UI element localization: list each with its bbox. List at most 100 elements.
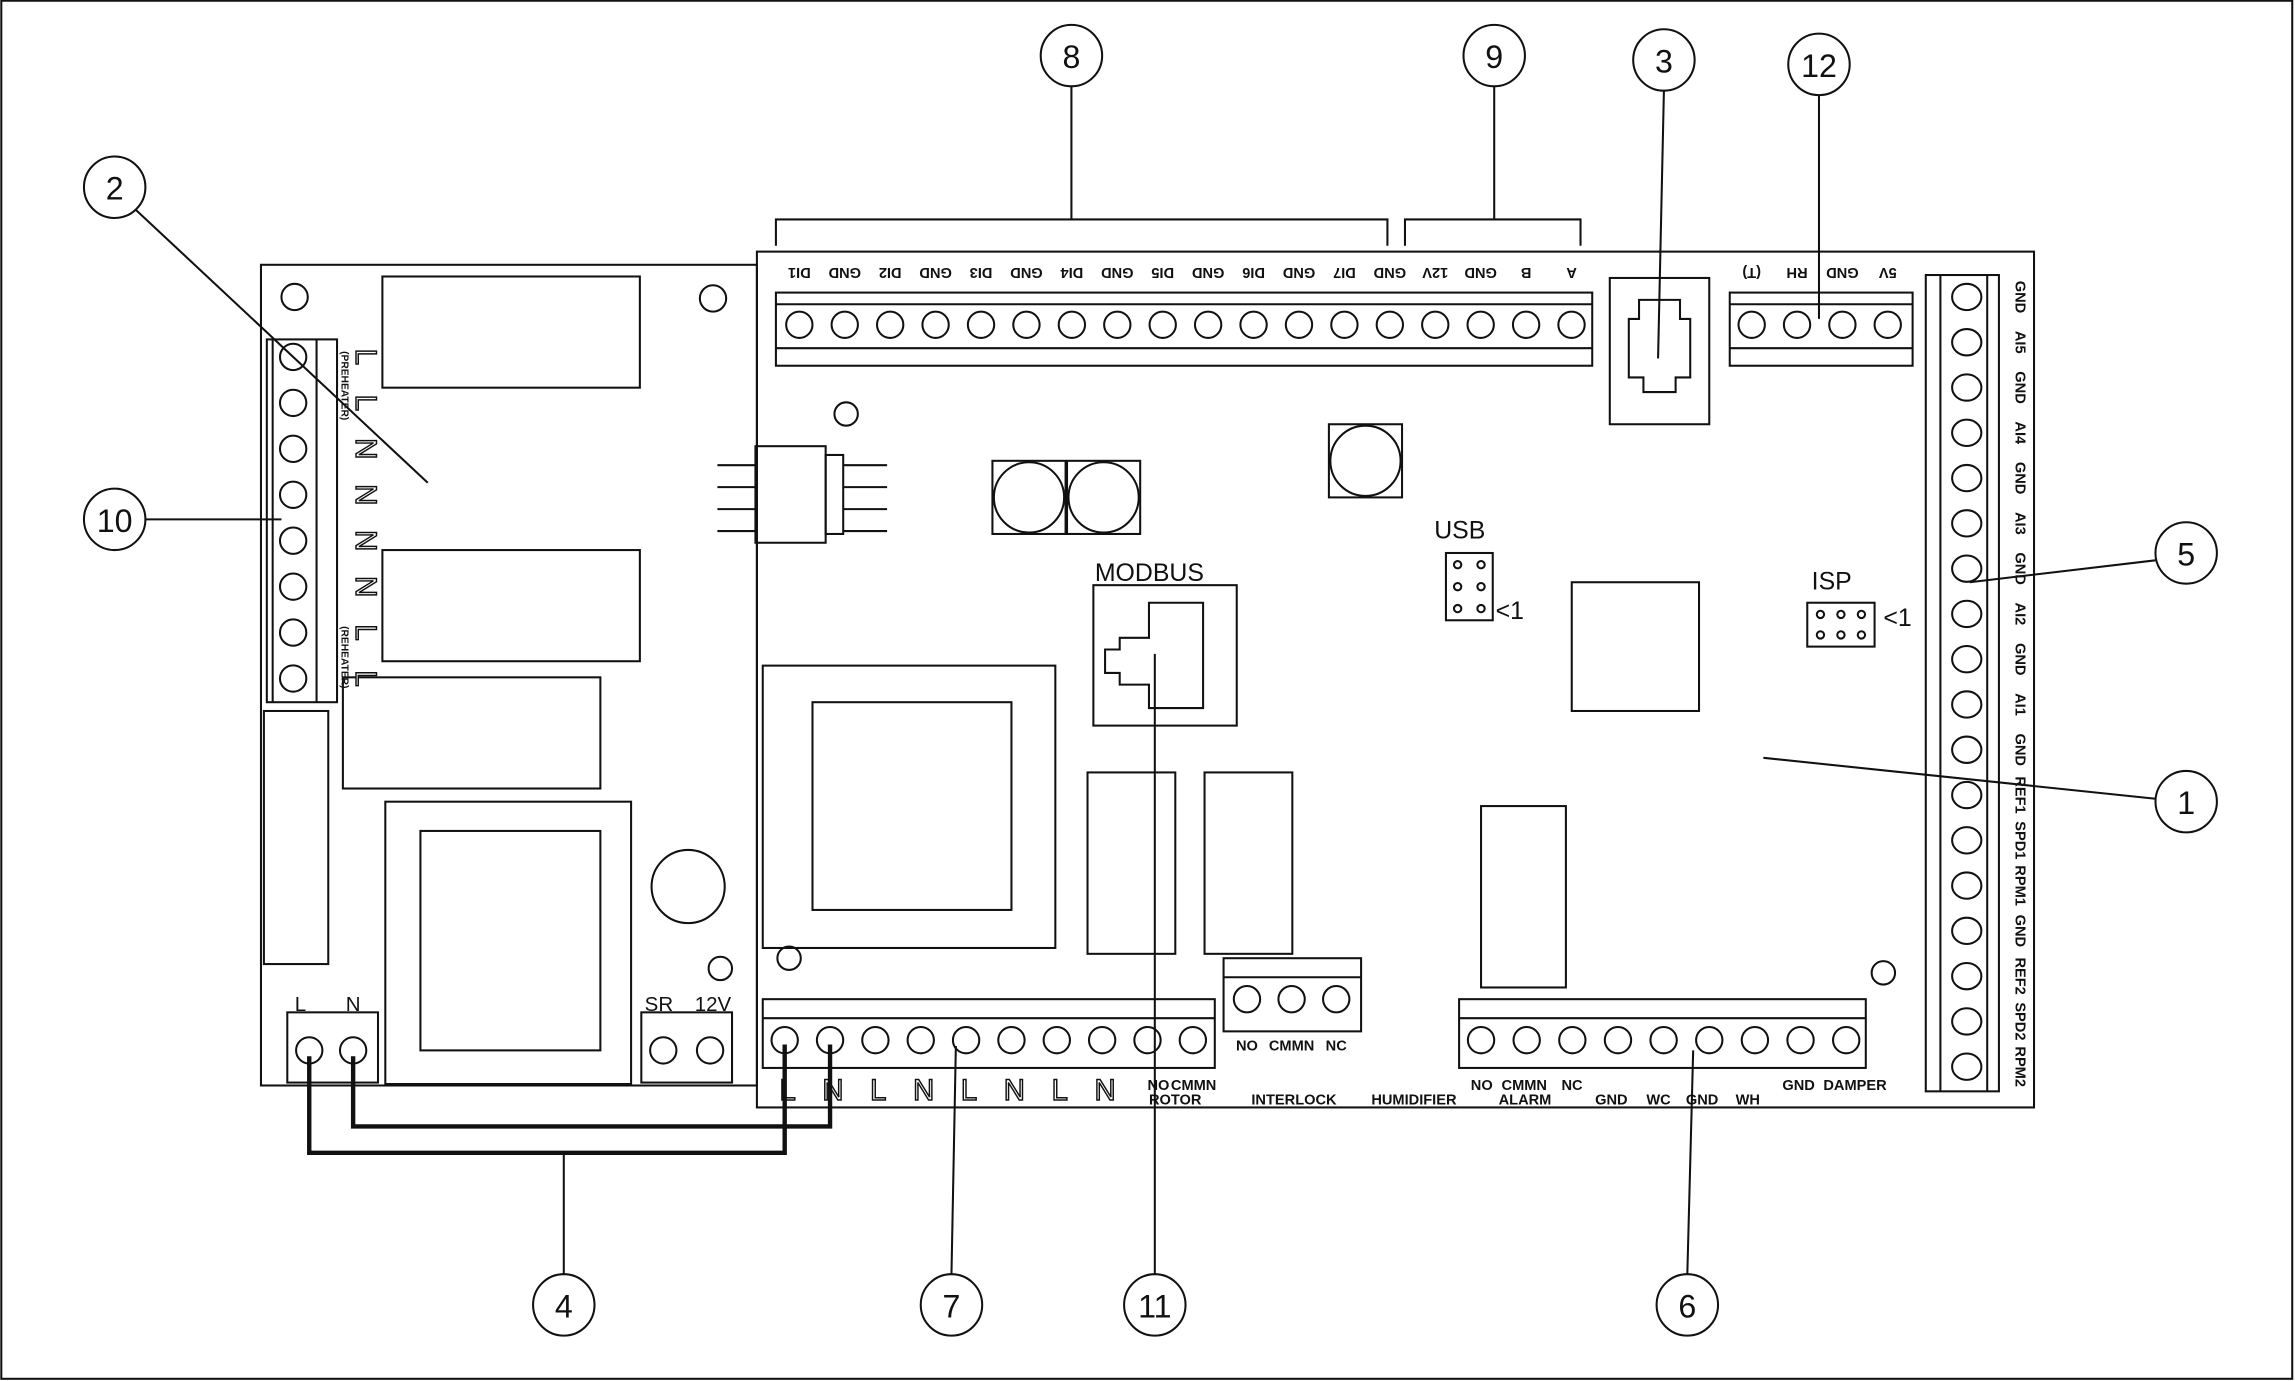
terminal-rpm2	[1951, 1052, 1983, 1081]
callout-1: 1	[2154, 769, 2218, 834]
usb-pin1-label: <1	[1496, 597, 1524, 625]
alarm-terminal-block	[1458, 998, 1867, 1069]
terminal-label: L	[961, 1075, 977, 1107]
terminal-ai3	[1951, 509, 1983, 538]
terminal-label: L	[349, 395, 381, 411]
terminal-label: AI1	[2011, 693, 2027, 716]
terminal-a	[1557, 310, 1586, 339]
terminal-spd1	[1951, 826, 1983, 855]
terminal-label: L	[349, 670, 381, 686]
svg-text:2: 2	[106, 171, 124, 207]
terminal-label: REF2	[2011, 957, 2027, 994]
alarm-terminal	[1832, 1025, 1861, 1055]
terminal-gnd	[1284, 310, 1314, 339]
callout-3: 3	[1632, 28, 1696, 92]
isp-label: ISP	[1812, 568, 1852, 596]
label-humidifier: HUMIDIFIER	[1371, 1093, 1457, 1109]
label-rotor: ROTOR	[1149, 1093, 1202, 1109]
svg-text:3: 3	[1655, 43, 1673, 79]
terminal-gnd	[1103, 310, 1132, 339]
terminal-label: DI1	[788, 264, 811, 280]
terminal-label: L	[349, 349, 381, 365]
terminal-label: NC	[1326, 1038, 1348, 1054]
board-components	[262, 275, 1897, 1086]
alarm-terminal	[1740, 1025, 1770, 1055]
alarm-terminal	[1649, 1025, 1678, 1055]
terminal-di6	[1239, 310, 1268, 339]
svg-text:6: 6	[1678, 1288, 1696, 1324]
bracket-9	[1403, 86, 1582, 246]
terminal-label: B	[1521, 264, 1532, 280]
alarm-terminal	[1558, 1025, 1587, 1055]
terminal-label: GND	[1010, 264, 1042, 280]
label-alarm: ALARM	[1499, 1093, 1552, 1109]
terminal-label: GND	[2011, 462, 2027, 494]
svg-text:7: 7	[943, 1288, 961, 1324]
relay-terminal	[1133, 1025, 1162, 1055]
terminal-rpm1	[1951, 871, 1983, 900]
terminal-label: GND	[2011, 915, 2027, 947]
label-cmmn: CMMN	[1502, 1078, 1547, 1094]
neutral-wire	[350, 1044, 833, 1129]
terminal-label: SPD2	[2011, 1002, 2027, 1040]
svg-text:12: 12	[1801, 48, 1837, 84]
callout-2: 2	[82, 155, 147, 219]
terminal-di1	[785, 310, 814, 339]
alarm-terminal	[1695, 1025, 1724, 1055]
svg-text:8: 8	[1062, 39, 1080, 75]
terminal-label: REF1	[2011, 776, 2027, 813]
terminal-di7	[1330, 310, 1359, 339]
svg-text:5: 5	[2177, 536, 2195, 572]
terminal-gnd	[1951, 916, 1983, 946]
terminal-gnd	[1951, 645, 1983, 674]
terminal-label: GND	[1101, 264, 1133, 280]
terminal-di4	[1057, 310, 1087, 339]
terminal-label: N	[349, 530, 381, 551]
terminal-l	[278, 664, 308, 693]
terminal-ai2	[1951, 599, 1983, 629]
interlock-terminal	[1277, 984, 1306, 1014]
terminal-label: L	[779, 1075, 795, 1107]
relay-terminal	[1042, 1025, 1071, 1055]
terminal-spd2	[1951, 1007, 1983, 1036]
svg-text:11: 11	[1138, 1288, 1171, 1324]
analog-terminal-block	[1924, 274, 2000, 1093]
terminal-label: GND	[1192, 264, 1224, 280]
terminal-label: N	[913, 1075, 934, 1107]
callout-10: 10	[82, 487, 147, 552]
terminal-label: L	[349, 624, 381, 640]
relay-terminal	[951, 1025, 981, 1055]
label-wh: WH	[1736, 1093, 1760, 1109]
terminal-label: GND	[2011, 643, 2027, 675]
label-interlock: INTERLOCK	[1251, 1093, 1337, 1109]
sensor-terminal-block	[1728, 291, 1914, 367]
alarm-terminal	[1786, 1025, 1815, 1055]
bracket-8	[774, 86, 1389, 246]
terminal-label: AI2	[2011, 603, 2027, 626]
terminal-label: GND	[2011, 371, 2027, 403]
svg-text:4: 4	[555, 1288, 573, 1324]
terminal-label: AI5	[2011, 331, 2027, 354]
relay-terminal	[1178, 1025, 1208, 1055]
terminal-l	[278, 618, 308, 647]
terminal-label: AI4	[2011, 421, 2027, 445]
power-l-label: L	[295, 993, 306, 1016]
terminal-l	[278, 388, 308, 418]
usb-label: USB	[1434, 516, 1485, 544]
terminal-gnd	[1951, 373, 1983, 402]
alarm-terminal	[1603, 1025, 1633, 1055]
terminal-n	[278, 434, 308, 464]
terminal-n	[278, 480, 308, 509]
main-board	[755, 250, 2036, 1109]
callout-4: 4	[532, 1273, 596, 1337]
terminal-label: GND	[919, 264, 951, 280]
callout-11: 11	[1123, 1273, 1187, 1337]
terminal-label: N	[822, 1075, 843, 1107]
callout-8: 8	[1039, 23, 1104, 88]
relay-terminal	[861, 1025, 890, 1055]
terminal-sr	[649, 1036, 678, 1065]
label-damper: DAMPER	[1823, 1078, 1887, 1094]
terminal-label: DI6	[1242, 264, 1265, 280]
terminal-gnd	[1828, 310, 1857, 339]
leader-line	[1657, 90, 1665, 359]
